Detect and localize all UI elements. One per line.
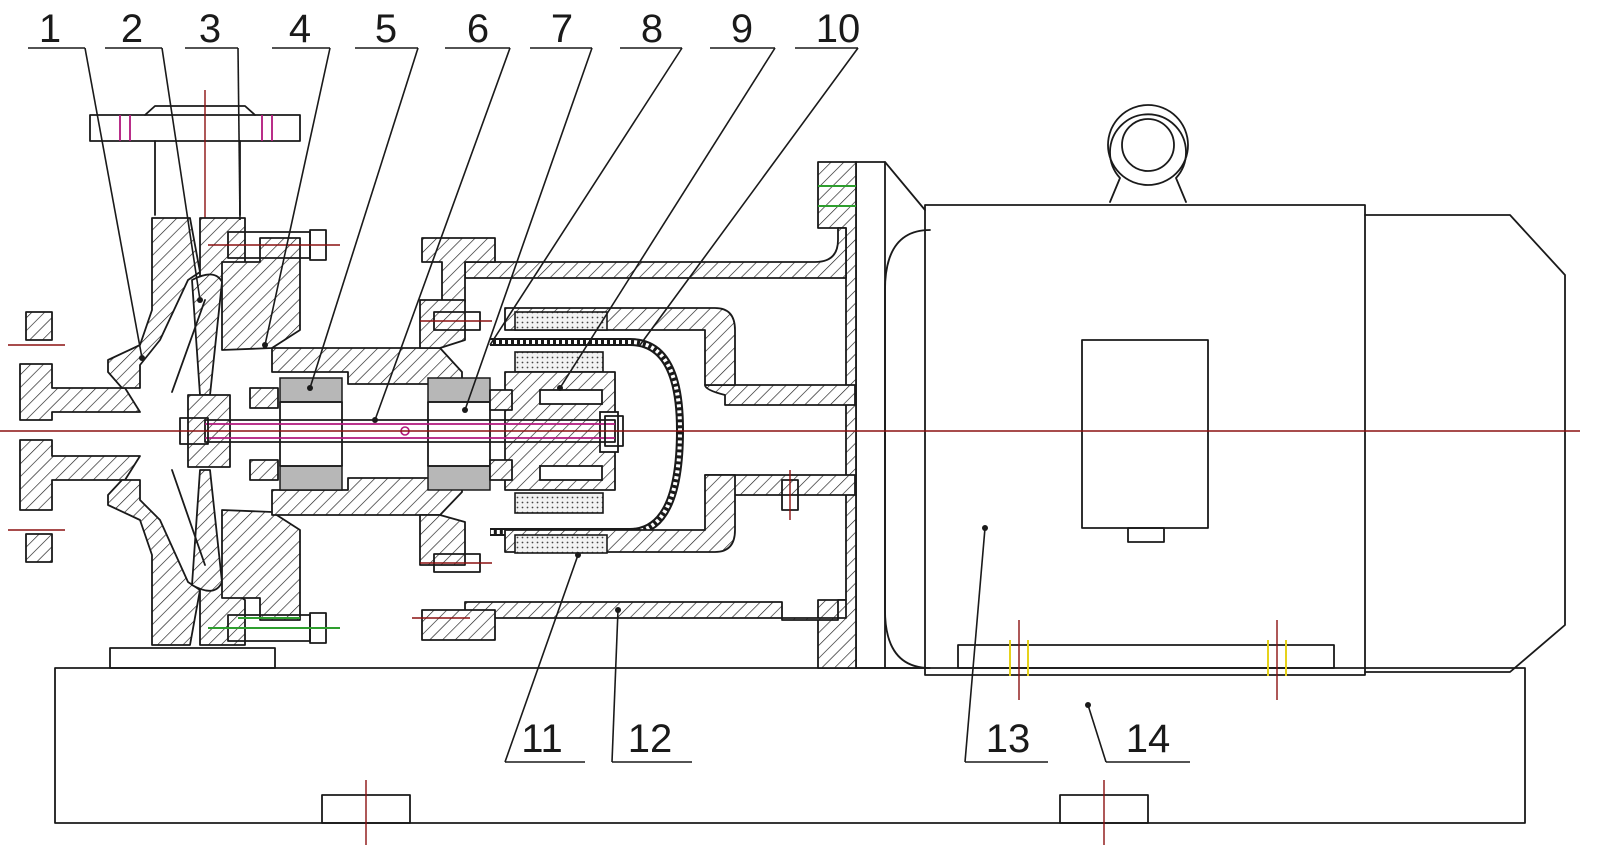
callout-9: 9 [731, 7, 753, 51]
callout-labels: 1 2 3 4 5 6 7 8 9 10 11 12 13 14 [39, 7, 1170, 761]
callout-11: 11 [521, 717, 563, 761]
shaft-bushings [249, 377, 513, 491]
callout-10: 10 [816, 7, 861, 51]
callout-14: 14 [1126, 717, 1171, 761]
callout-2: 2 [121, 7, 143, 51]
callout-13: 13 [986, 717, 1031, 761]
pump-casing [8, 90, 301, 646]
callout-leaders [28, 47, 1190, 763]
base-plate [54, 647, 1526, 845]
callout-5: 5 [375, 7, 397, 51]
callout-1: 1 [39, 7, 61, 51]
inner-magnet-rotor [504, 311, 619, 554]
callout-8: 8 [641, 7, 663, 51]
casing-bolts [208, 229, 492, 644]
callout-7: 7 [551, 7, 573, 51]
callout-12: 12 [628, 717, 673, 761]
electric-motor [855, 104, 1566, 700]
callout-4: 4 [289, 7, 311, 51]
callout-3: 3 [199, 7, 221, 51]
pump-bracket [421, 161, 857, 669]
casing-cover [221, 237, 466, 621]
callout-6: 6 [467, 7, 489, 51]
